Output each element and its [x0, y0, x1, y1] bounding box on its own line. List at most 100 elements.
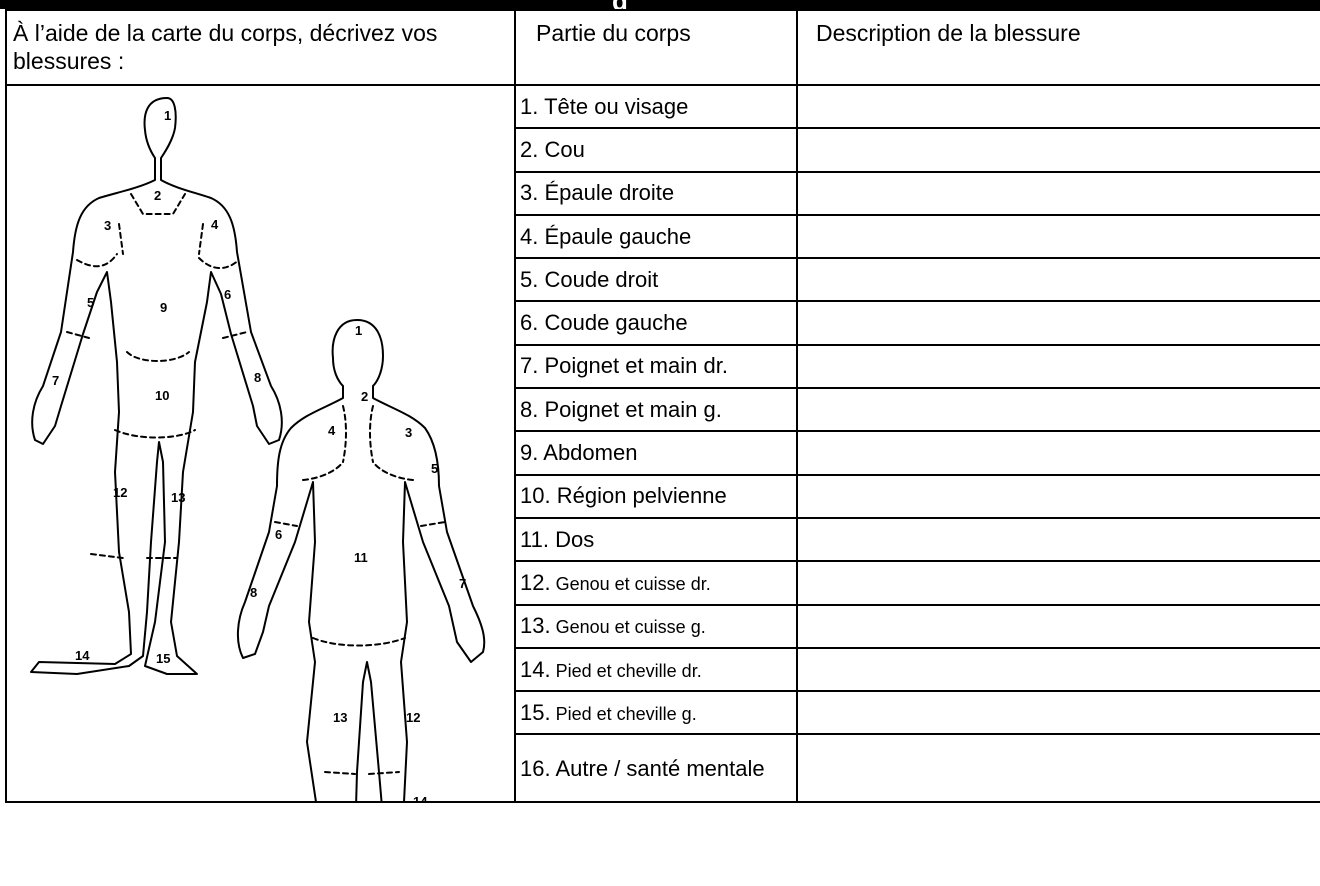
- injury-description-input[interactable]: [798, 735, 1320, 753]
- front-region-label: 13: [171, 490, 185, 505]
- front-region-label: 7: [52, 373, 59, 388]
- back-region-label: 5: [431, 461, 438, 476]
- back-region-label: 6: [275, 527, 282, 542]
- table-row: 13. Genou et cuisse g.: [6, 603, 1320, 649]
- body-part-number: 2.: [520, 136, 539, 162]
- table-row: 5. Coude droit: [6, 257, 1320, 303]
- table-row: 15. Pied et cheville g.: [6, 690, 1320, 736]
- injury-description-input[interactable]: [798, 345, 1320, 363]
- body-part-number: 8.: [520, 396, 539, 422]
- table-row: 10. Région pelvienne: [6, 473, 1320, 519]
- body-part-number: 1.: [520, 93, 539, 119]
- injury-description-input[interactable]: [798, 215, 1320, 233]
- header-row: À l’aide de la carte du corps, décrivez …: [5, 9, 1320, 86]
- injury-description-input[interactable]: [798, 86, 1320, 103]
- injury-description-cell: [796, 170, 1320, 216]
- body-part-cell: 4. Épaule gauche: [514, 213, 798, 260]
- injury-description-input[interactable]: [798, 302, 1320, 320]
- table-row: 16. Autre / santé mentale: [6, 733, 1320, 804]
- column-header-part: Partie du corps: [514, 9, 798, 86]
- body-part-number: 11.: [520, 526, 549, 552]
- body-part-cell: 10. Région pelvienne: [514, 473, 798, 519]
- body-part-number: 14.: [520, 656, 551, 682]
- front-region-label: 1: [164, 108, 171, 123]
- injury-description-input[interactable]: [798, 605, 1320, 623]
- body-part-number: 6.: [520, 310, 539, 336]
- title-fragment: g: [612, 0, 628, 9]
- front-region-label: 6: [224, 287, 231, 302]
- injury-description-cell: [796, 646, 1320, 693]
- body-part-label: Pied et cheville g.: [555, 703, 697, 724]
- body-part-number: 10.: [520, 483, 551, 509]
- injury-description-input[interactable]: [798, 432, 1320, 450]
- back-region-label: 4: [328, 423, 336, 438]
- body-part-number: 5.: [520, 266, 539, 292]
- body-part-cell: 5. Coude droit: [514, 257, 798, 303]
- injury-description-input[interactable]: [798, 172, 1320, 190]
- body-part-label: Épaule gauche: [544, 223, 692, 249]
- body-part-cell: 2. Cou: [514, 127, 798, 173]
- injury-description-cell: [796, 213, 1320, 260]
- injury-description-input[interactable]: [798, 648, 1320, 666]
- body-part-label: Tête ou visage: [544, 93, 689, 119]
- body-part-label: Dos: [555, 526, 595, 552]
- back-region-label: 12: [406, 710, 420, 725]
- front-region-label: 15: [156, 651, 170, 666]
- front-region-label: 9: [160, 300, 167, 315]
- injury-description-input[interactable]: [798, 389, 1320, 407]
- body-part-label: Coude gauche: [544, 310, 688, 336]
- injury-table: À l’aide de la carte du corps, décrivez …: [5, 9, 1320, 804]
- front-region-label: 14: [75, 648, 90, 663]
- injury-description-cell: [796, 473, 1320, 519]
- instruction-text: À l’aide de la carte du corps, décrivez …: [5, 9, 516, 86]
- body-part-number: 3.: [520, 180, 539, 206]
- column-header-description: Description de la blessure: [796, 9, 1320, 86]
- body-part-label: Poignet et main dr.: [544, 353, 728, 379]
- front-region-label: 2: [154, 188, 161, 203]
- body-part-cell: 11. Dos: [514, 516, 798, 563]
- injury-description-input[interactable]: [798, 692, 1320, 710]
- injury-description-cell: [796, 690, 1320, 736]
- back-region-label: 2: [361, 389, 368, 404]
- body-part-cell: 13. Genou et cuisse g.: [514, 603, 798, 649]
- body-part-cell: 16. Autre / santé mentale: [514, 733, 798, 804]
- table-row: 12. Genou et cuisse dr.: [6, 560, 1320, 606]
- injury-description-cell: [796, 516, 1320, 563]
- injury-description-cell: [796, 300, 1320, 346]
- injury-description-cell: [796, 603, 1320, 649]
- back-region-label: 14: [413, 794, 428, 802]
- injury-description-cell: [796, 733, 1320, 804]
- body-part-cell: 9. Abdomen: [514, 430, 798, 476]
- body-part-label: Région pelvienne: [556, 483, 727, 509]
- injury-description-input[interactable]: [798, 259, 1320, 277]
- body-part-number: 15.: [520, 699, 551, 725]
- front-region-label: 4: [211, 217, 219, 232]
- back-region-label: 3: [405, 425, 412, 440]
- injury-description-input[interactable]: [798, 562, 1320, 580]
- body-part-label: Poignet et main g.: [544, 396, 722, 422]
- injury-description-cell: [796, 257, 1320, 303]
- table-row: 2. Cou: [6, 127, 1320, 173]
- table-row: 7. Poignet et main dr.: [6, 343, 1320, 390]
- body-part-cell: 15. Pied et cheville g.: [514, 690, 798, 736]
- injury-description-cell: [796, 430, 1320, 476]
- injury-description-cell: [796, 343, 1320, 390]
- body-part-number: 4.: [520, 223, 539, 249]
- injury-description-cell: [796, 387, 1320, 433]
- injury-description-input[interactable]: [798, 518, 1320, 536]
- body-part-cell: 3. Épaule droite: [514, 170, 798, 216]
- back-region-label: 13: [333, 710, 347, 725]
- injury-description-input[interactable]: [798, 129, 1320, 147]
- front-region-label: 10: [155, 388, 169, 403]
- title-bar: g: [0, 0, 1320, 9]
- back-region-label: 11: [354, 550, 368, 565]
- body-part-number: 16.: [520, 756, 551, 782]
- body-part-cell: 8. Poignet et main g.: [514, 387, 798, 433]
- injury-description-input[interactable]: [798, 475, 1320, 493]
- injury-description-cell: [796, 83, 1320, 130]
- table-row: 14. Pied et cheville dr.: [6, 646, 1320, 693]
- front-region-label: 12: [113, 485, 127, 500]
- body-part-cell: 7. Poignet et main dr.: [514, 343, 798, 390]
- table-row: 8. Poignet et main g.: [6, 387, 1320, 433]
